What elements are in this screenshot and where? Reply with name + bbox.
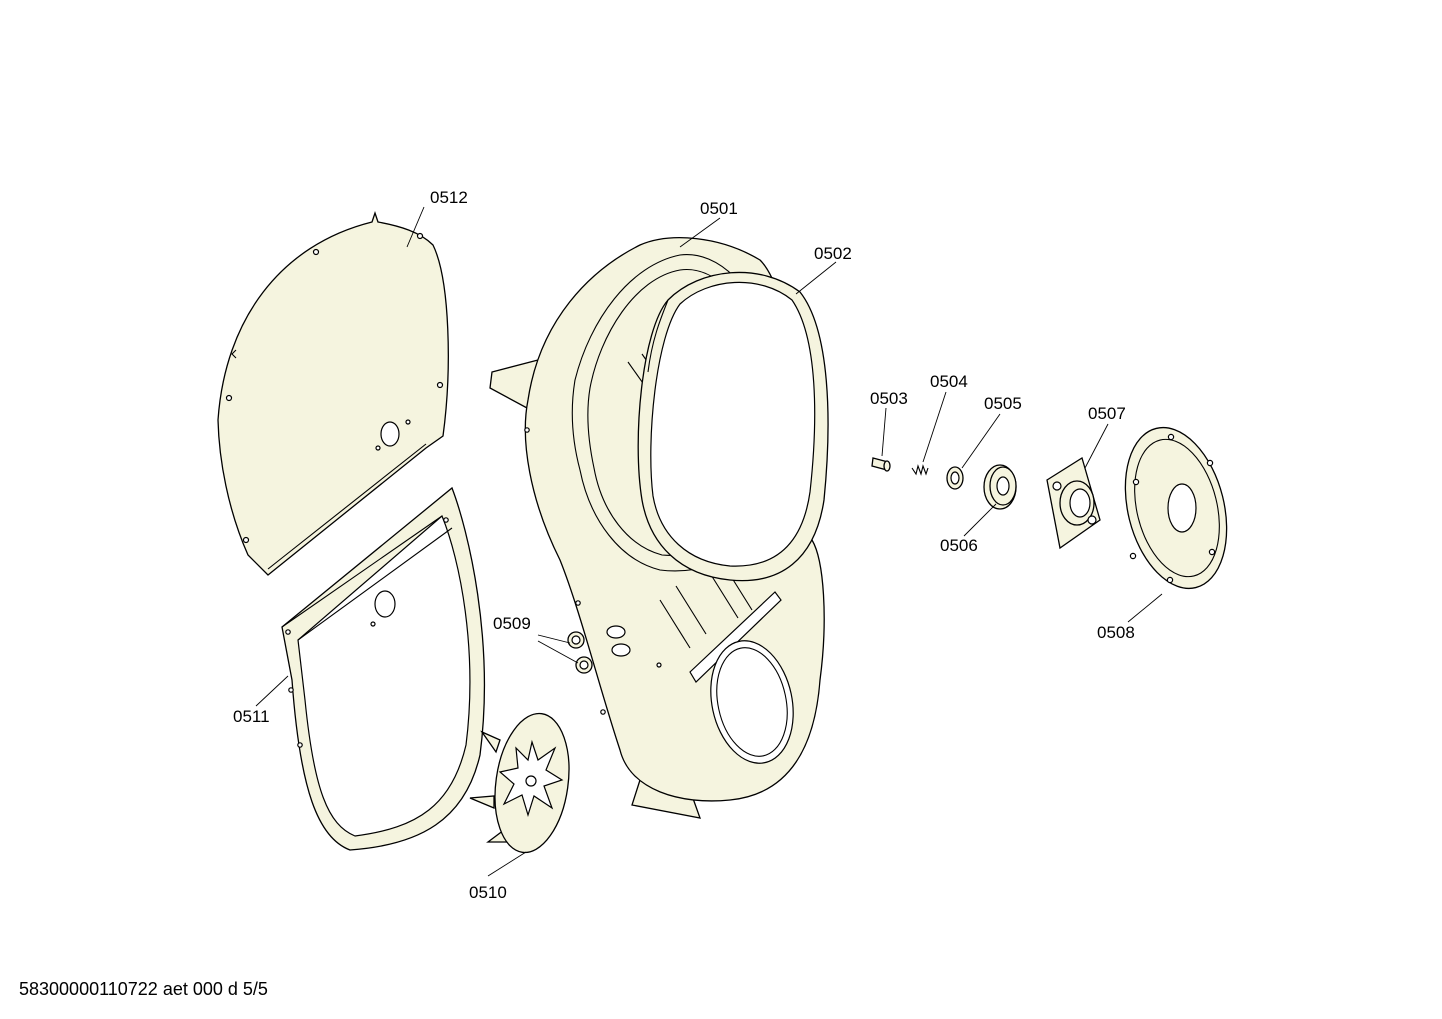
part-0508-flange-plate[interactable] xyxy=(1110,417,1243,599)
part-0509-screws[interactable] xyxy=(567,631,593,674)
document-id-footer: 58300000110722 aet 000 d 5/5 xyxy=(19,979,268,999)
label-0505[interactable]: 0505 xyxy=(984,394,1022,413)
label-0508[interactable]: 0508 xyxy=(1097,623,1135,642)
part-labels: 0512 0501 0502 0503 0504 0505 0507 0506 … xyxy=(233,188,1135,902)
part-0511-gasket-frame[interactable] xyxy=(281,486,485,851)
part-0502-ring[interactable] xyxy=(637,271,829,582)
part-0504-spring[interactable] xyxy=(911,464,929,476)
label-0509[interactable]: 0509 xyxy=(493,614,531,633)
label-0507[interactable]: 0507 xyxy=(1088,404,1126,423)
label-0504[interactable]: 0504 xyxy=(930,372,968,391)
label-0502[interactable]: 0502 xyxy=(814,244,852,263)
part-0503-pin[interactable] xyxy=(871,457,891,472)
part-0506-bearing[interactable] xyxy=(983,464,1017,510)
part-0512-cover-plate[interactable] xyxy=(217,210,449,576)
part-0505-clip[interactable] xyxy=(946,466,964,490)
label-0512[interactable]: 0512 xyxy=(430,188,468,207)
label-0503[interactable]: 0503 xyxy=(870,389,908,408)
leader-lines xyxy=(255,206,1163,877)
label-0506[interactable]: 0506 xyxy=(940,536,978,555)
label-0501[interactable]: 0501 xyxy=(700,199,738,218)
part-0510-fan-wheel[interactable] xyxy=(469,709,577,858)
part-0507-bearing-housing[interactable] xyxy=(1046,456,1101,550)
label-0511[interactable]: 0511 xyxy=(233,707,270,726)
label-0510[interactable]: 0510 xyxy=(469,883,507,902)
